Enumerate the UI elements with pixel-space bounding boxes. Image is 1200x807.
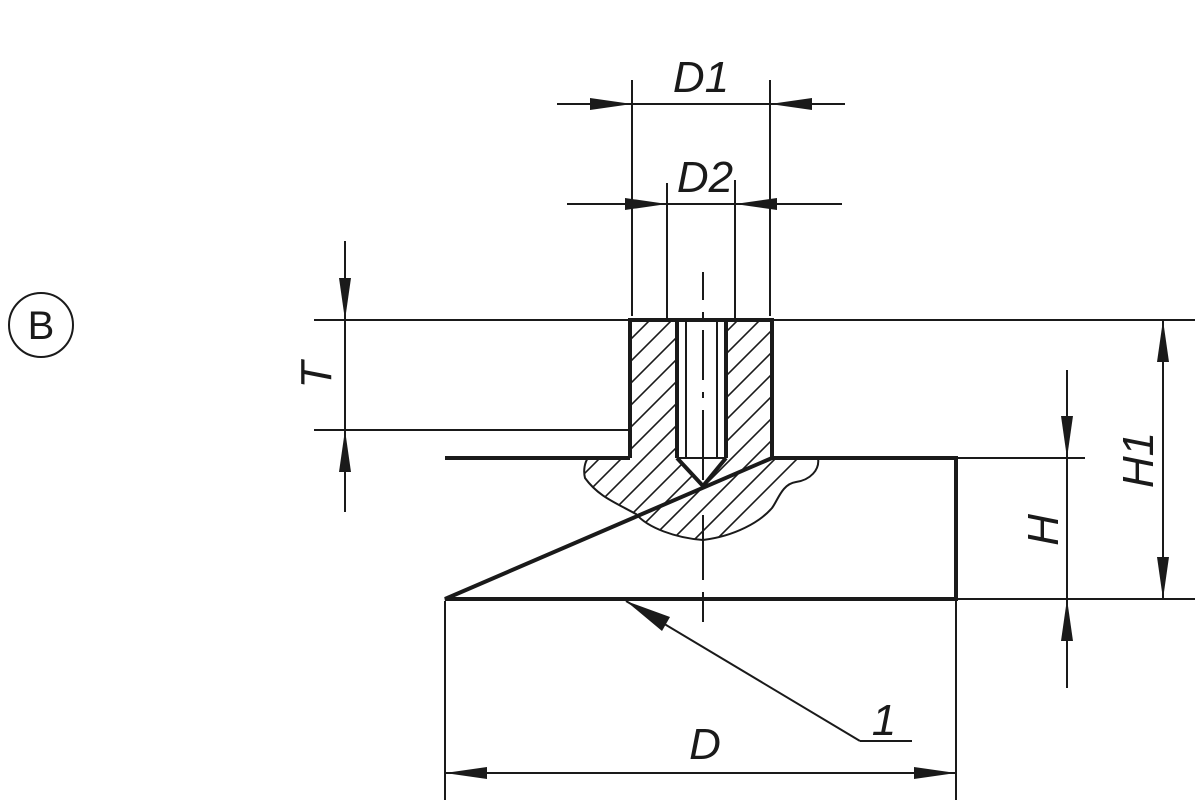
view-marker: B xyxy=(8,292,74,358)
dim-d: D xyxy=(445,720,956,779)
dim-d1: D1 xyxy=(557,53,845,110)
part-outline xyxy=(444,272,958,622)
dim-h-label: H xyxy=(1019,514,1068,546)
callout-1-label: 1 xyxy=(872,696,896,745)
dim-t: T xyxy=(292,241,351,512)
dim-d2-label: D2 xyxy=(677,153,733,202)
base-outline xyxy=(444,456,958,601)
dim-d2: D2 xyxy=(567,153,842,210)
dim-d-label: D xyxy=(689,720,721,769)
breakout-line xyxy=(583,457,820,542)
section-hatching xyxy=(584,320,819,540)
view-marker-circle xyxy=(8,292,74,358)
thread-lines xyxy=(685,320,718,458)
dim-h1: H1 xyxy=(1114,320,1169,599)
drill-point xyxy=(675,456,728,490)
callout-1: 1 xyxy=(625,600,912,745)
extension-lines xyxy=(314,80,1195,800)
bore-outline xyxy=(675,320,728,458)
dim-h: H xyxy=(1019,370,1073,688)
dim-t-label: T xyxy=(292,358,341,388)
dim-d1-label: D1 xyxy=(673,53,729,102)
dim-h1-label: H1 xyxy=(1114,432,1163,488)
stud-outline xyxy=(628,318,774,458)
view-marker-label: B xyxy=(28,304,55,348)
